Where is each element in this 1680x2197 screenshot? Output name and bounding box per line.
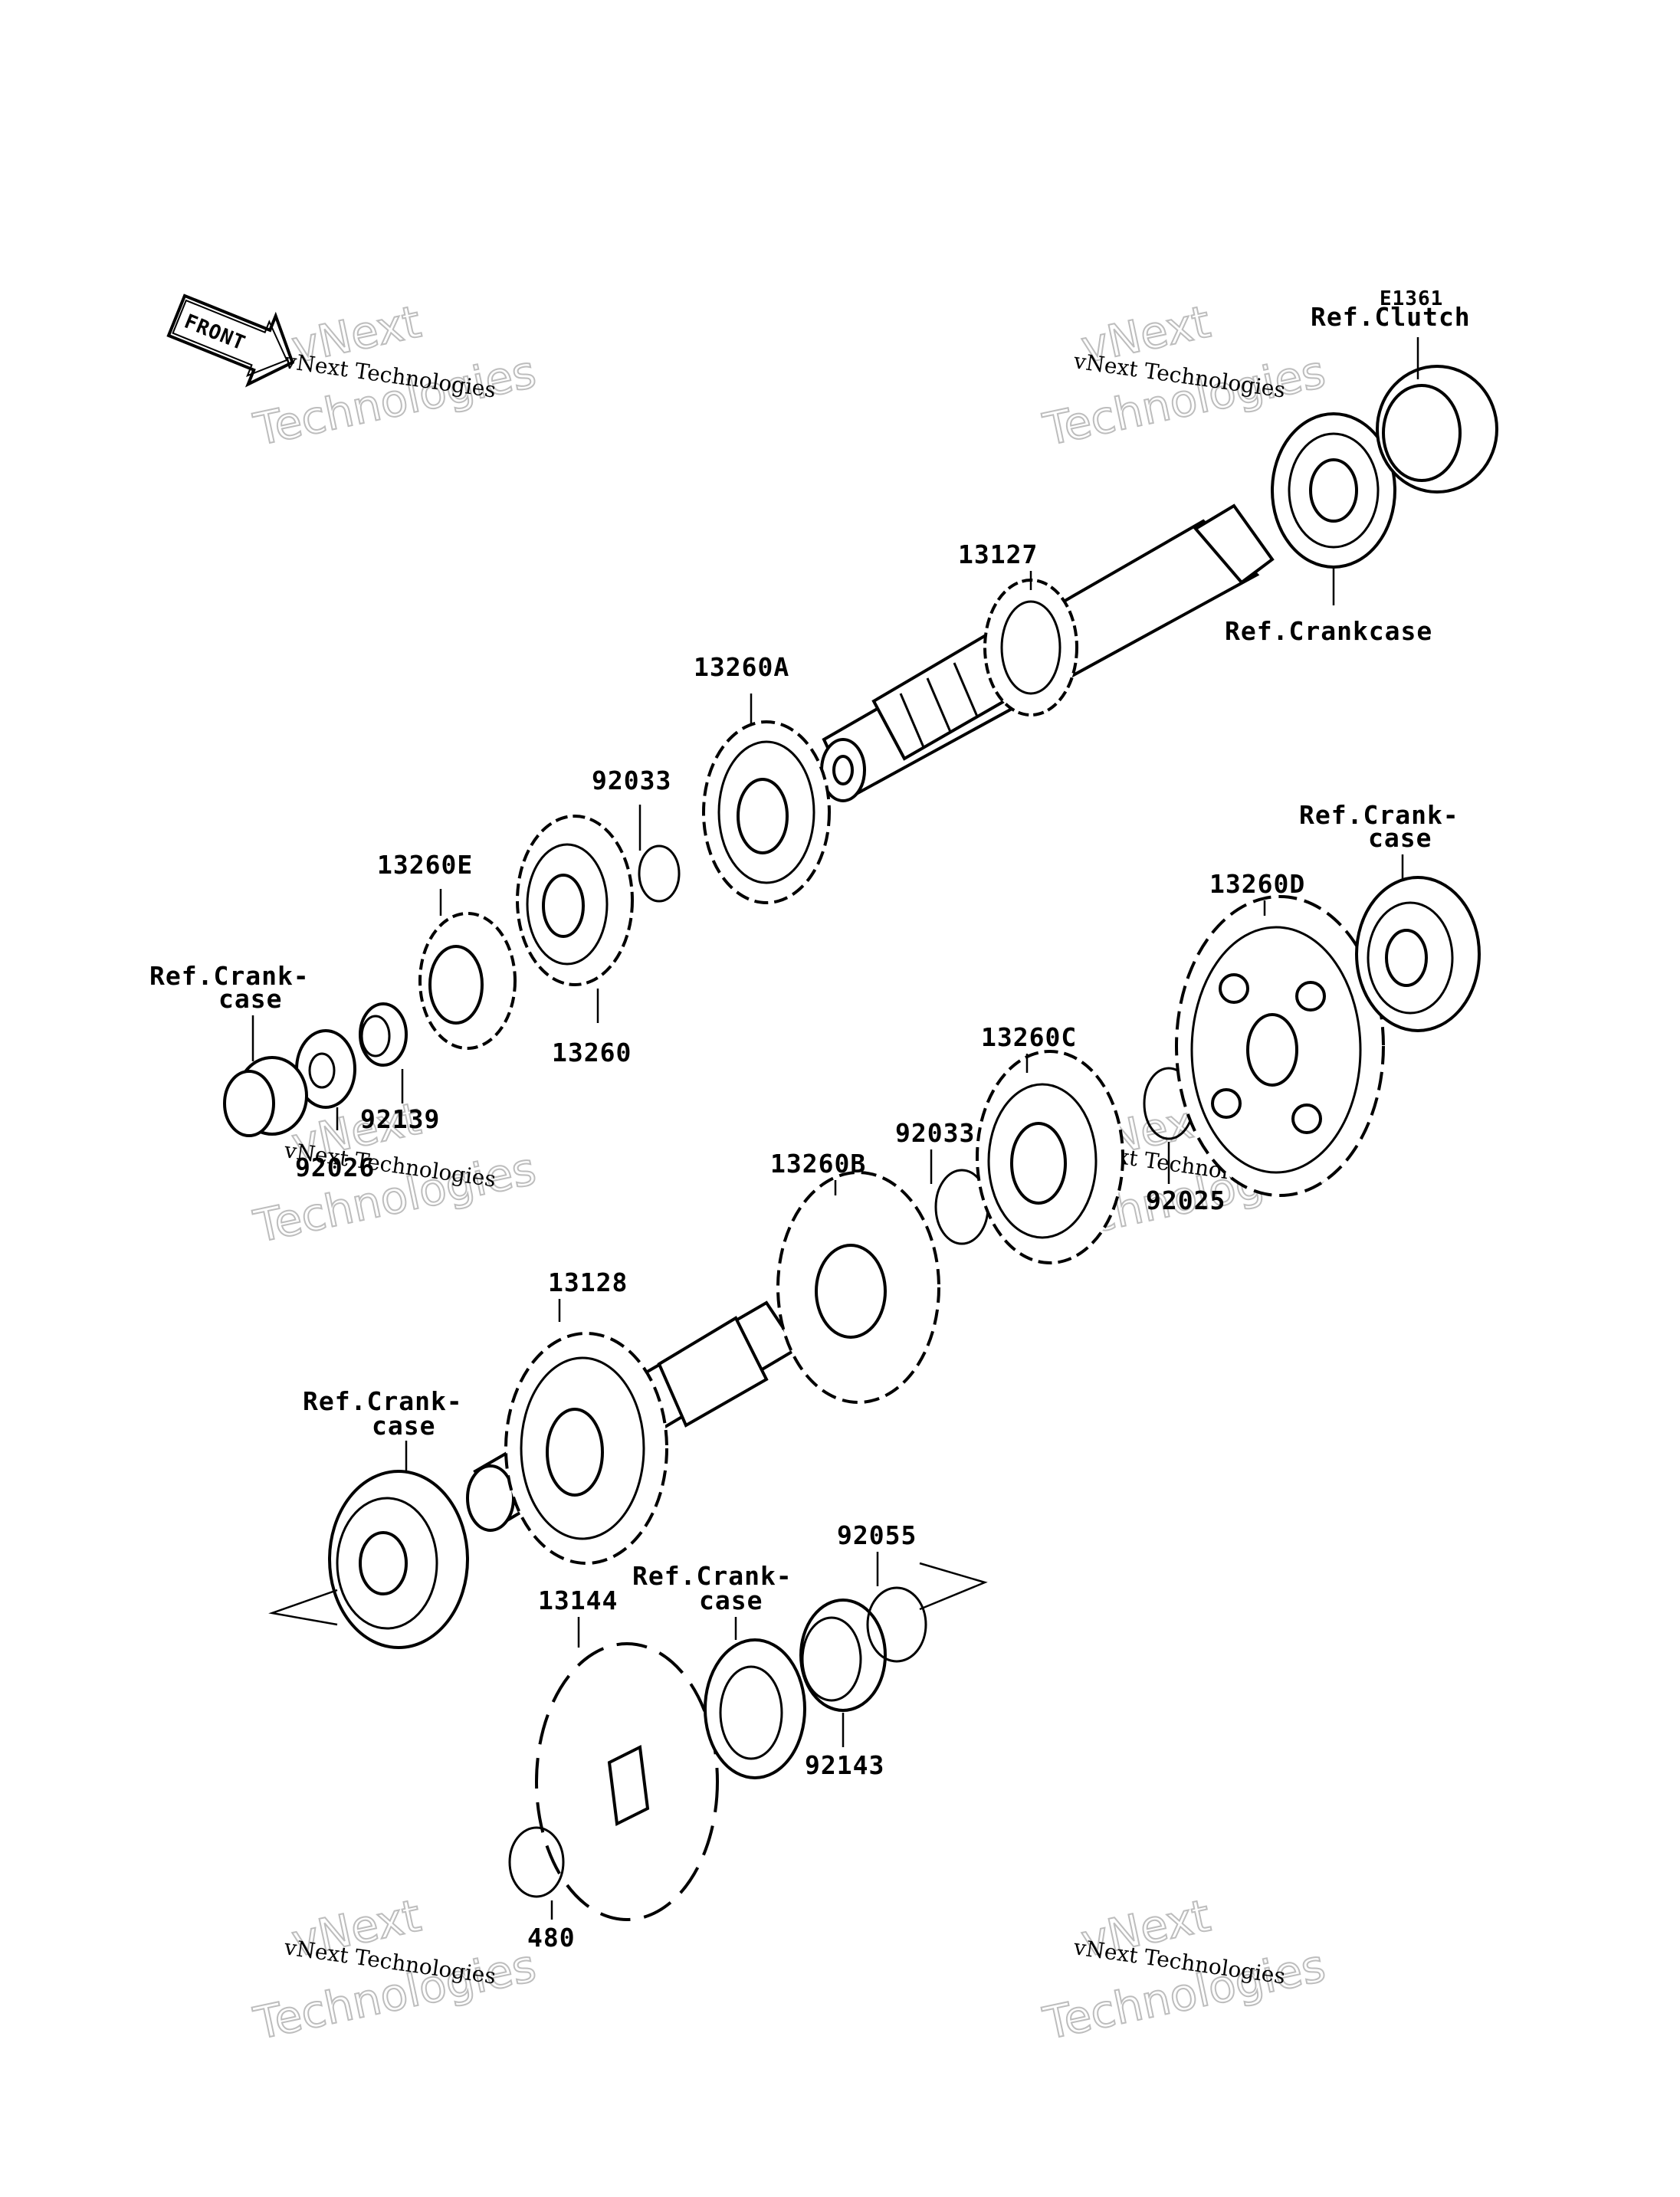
label-ref-crankcase-left-line1: Ref.Crank-	[149, 961, 310, 991]
label-13260D: 13260D	[1209, 869, 1305, 899]
label-ref-crankcase-low-line2: case	[699, 1585, 763, 1615]
label-ref-clutch: Ref.Clutch	[1311, 302, 1471, 332]
pointer-lines-right	[919, 1562, 988, 1611]
gear-13260E	[418, 912, 517, 1050]
label-480: 480	[527, 1923, 576, 1953]
label-ref-crankcase-right-line2: case	[1368, 823, 1432, 853]
bearing-ref-crankcase-lower	[328, 1470, 469, 1649]
collar-92143	[799, 1599, 887, 1712]
label-92033-lower: 92033	[895, 1118, 975, 1148]
label-ref-crankcase-mid-line2: case	[372, 1411, 435, 1441]
label-ref-crankcase-mid-line1: Ref.Crank-	[303, 1386, 463, 1416]
gear-13260C	[976, 1050, 1124, 1264]
label-13127: 13127	[958, 539, 1038, 569]
label-92025: 92025	[1146, 1185, 1226, 1215]
bearing-ref-crankcase-right	[1355, 876, 1481, 1032]
gear-13260A	[702, 720, 831, 904]
bearing-ref-crankcase-top	[1271, 412, 1396, 569]
oil-seal-ref-crankcase	[704, 1638, 806, 1779]
label-13260E: 13260E	[377, 850, 473, 880]
o-ring-92055	[866, 1586, 927, 1663]
front-arrow-icon: FRONT	[166, 293, 295, 388]
label-13128: 13128	[548, 1267, 628, 1297]
circlip-92033-top	[638, 844, 681, 903]
label-ref-crankcase-left-line2: case	[218, 984, 282, 1014]
label-ref-crankcase: Ref.Crankcase	[1225, 616, 1432, 646]
label-13260C: 13260C	[981, 1022, 1077, 1052]
label-13260: 13260	[552, 1038, 632, 1067]
label-13260B: 13260B	[770, 1149, 866, 1179]
shaft-gear-13127	[983, 579, 1078, 716]
label-13260A: 13260A	[694, 652, 789, 682]
ref-clutch-ring	[1376, 365, 1498, 494]
gear-13128	[504, 1332, 668, 1565]
gear-13260	[516, 815, 634, 986]
pointer-lines-left	[268, 1589, 338, 1626]
circlip-480	[508, 1826, 565, 1898]
diagram-code: E1361	[1380, 287, 1443, 310]
label-92055: 92055	[837, 1520, 917, 1550]
label-92143: 92143	[805, 1750, 884, 1780]
label-13144: 13144	[538, 1585, 618, 1615]
label-ref-crankcase-low-line1: Ref.Crank-	[632, 1561, 792, 1591]
label-92033-top: 92033	[592, 766, 671, 795]
label-92139: 92139	[360, 1104, 440, 1134]
leader-lines	[251, 337, 1419, 1920]
gear-13260D	[1175, 895, 1385, 1197]
label-92026: 92026	[295, 1153, 375, 1182]
gear-13260B	[776, 1171, 940, 1404]
sprocket-13144	[535, 1642, 719, 1921]
needle-bearing-ref-crankcase-left	[223, 1056, 308, 1137]
collar-92139	[359, 1002, 408, 1067]
label-ref-crankcase-right-line1: Ref.Crank-	[1299, 800, 1459, 830]
